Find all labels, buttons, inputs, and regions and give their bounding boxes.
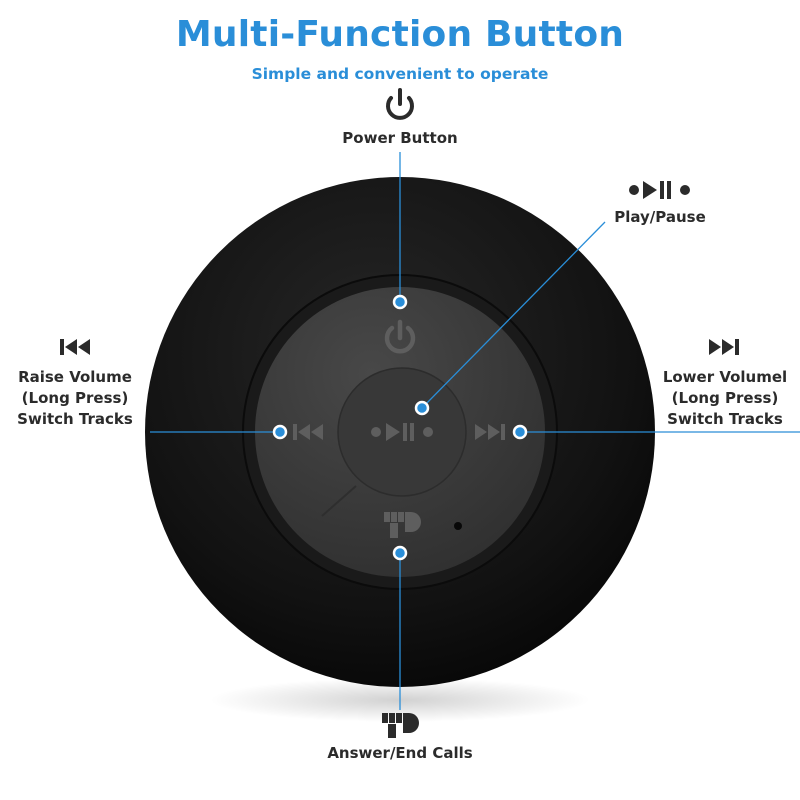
page-title: Multi-Function Button xyxy=(175,14,625,55)
power-icon xyxy=(386,88,414,120)
panel-play-pause-icon[interactable] xyxy=(371,423,433,441)
panel-power-icon[interactable] xyxy=(384,319,416,354)
left-button-label: Raise Volume (Long Press) Switch Tracks xyxy=(0,367,150,430)
right-label-line-1: Lower Volumel xyxy=(662,368,788,386)
play-callout-dot xyxy=(414,400,430,416)
answer-end-calls-label: Answer/End Calls xyxy=(327,744,473,762)
panel-next-icon[interactable] xyxy=(475,424,505,440)
right-label-line-2: (Long Press) xyxy=(671,389,779,407)
power-button-label: Power Button xyxy=(342,129,458,147)
calls-callout-dot xyxy=(392,545,408,561)
panel-highlight xyxy=(321,485,357,517)
panel-previous-icon[interactable] xyxy=(293,424,323,440)
left-label-line-2: (Long Press) xyxy=(21,389,129,407)
page-subtitle: Simple and convenient to operate xyxy=(251,65,549,83)
right-callout-dot xyxy=(512,424,528,440)
play-pause-label: Play/Pause xyxy=(614,208,706,226)
power-callout-dot xyxy=(392,294,408,310)
play-callout-line xyxy=(421,221,606,409)
left-callout-dot xyxy=(272,424,288,440)
left-label-line-3: Switch Tracks xyxy=(17,410,133,428)
right-button-label: Lower Volumel (Long Press) Switch Tracks xyxy=(650,367,800,430)
left-label-line-1: Raise Volume xyxy=(18,368,132,386)
previous-track-icon xyxy=(60,339,90,355)
right-label-line-3: Switch Tracks xyxy=(667,410,783,428)
center-disc xyxy=(337,367,467,497)
play-pause-icon xyxy=(629,181,690,199)
mic-hole xyxy=(454,522,462,530)
panel-phone-hand-icon[interactable] xyxy=(384,512,421,538)
next-track-icon xyxy=(709,339,739,355)
phone-hand-icon xyxy=(382,713,419,738)
